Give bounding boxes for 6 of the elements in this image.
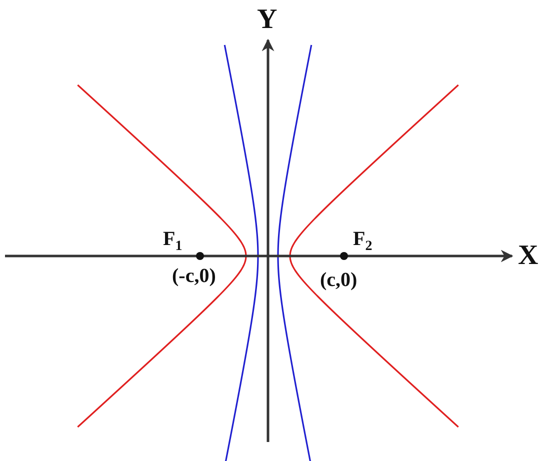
focus-label: F$_{1}$ [163, 229, 182, 254]
coordinate-label: (c,0) [320, 270, 358, 290]
coordinate-label: (-c,0) [172, 266, 216, 286]
focus-label: F$_{2}$ [353, 229, 372, 254]
axis-label: Y [257, 6, 278, 34]
axis-label: X [518, 242, 538, 270]
